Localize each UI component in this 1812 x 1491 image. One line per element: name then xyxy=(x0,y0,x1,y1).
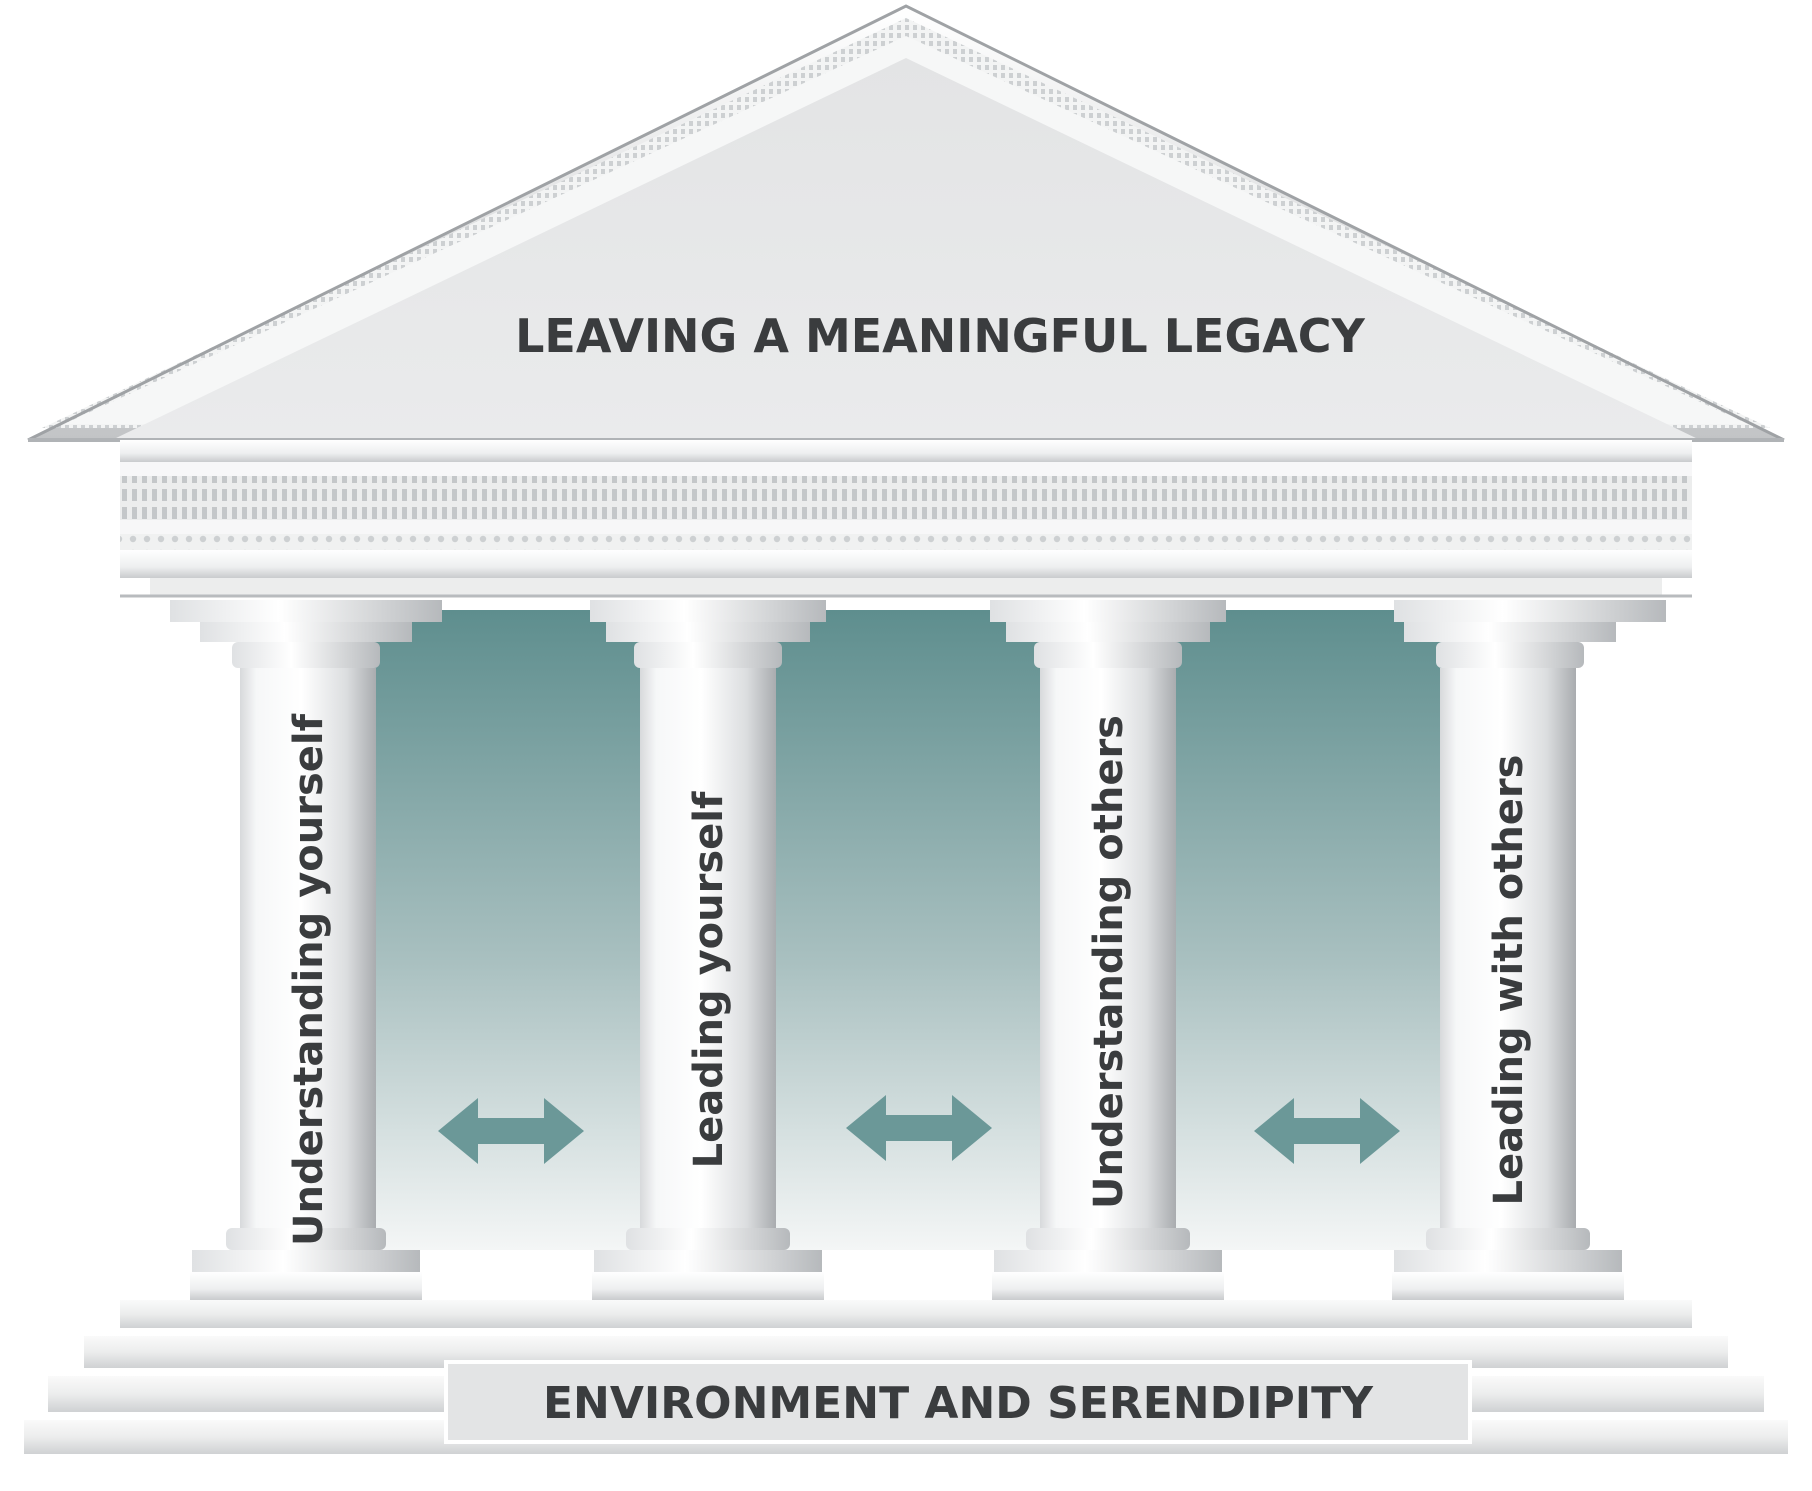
pillar-1-label: Understanding yourself xyxy=(286,713,332,1246)
pillar-leading-with-others: Leading with others xyxy=(1392,600,1666,1300)
pillars: Understanding yourself Leading yourself … xyxy=(170,600,1666,1300)
connector-arrows xyxy=(438,1095,1400,1164)
temple-interior xyxy=(335,610,1475,1250)
pillar-understanding-others: Understanding others xyxy=(990,600,1226,1300)
double-arrow-icon xyxy=(846,1095,992,1161)
pillar-4-label: Leading with others xyxy=(1486,755,1532,1206)
pillar-2-label: Leading yourself xyxy=(686,791,732,1168)
foundation-label: ENVIRONMENT AND SERENDIPITY xyxy=(543,1378,1374,1429)
entablature xyxy=(120,440,1692,598)
double-arrow-icon xyxy=(438,1098,584,1164)
pediment xyxy=(27,4,1785,442)
foundation-plaque xyxy=(444,1360,1472,1444)
foundation xyxy=(24,1300,1788,1454)
pillar-3-label: Understanding others xyxy=(1086,715,1132,1209)
pillar-understanding-yourself: Understanding yourself xyxy=(170,600,442,1300)
double-arrow-icon xyxy=(1254,1098,1400,1164)
roof-title: LEAVING A MEANINGFUL LEGACY xyxy=(515,309,1365,363)
pillar-leading-yourself: Leading yourself xyxy=(590,600,826,1300)
